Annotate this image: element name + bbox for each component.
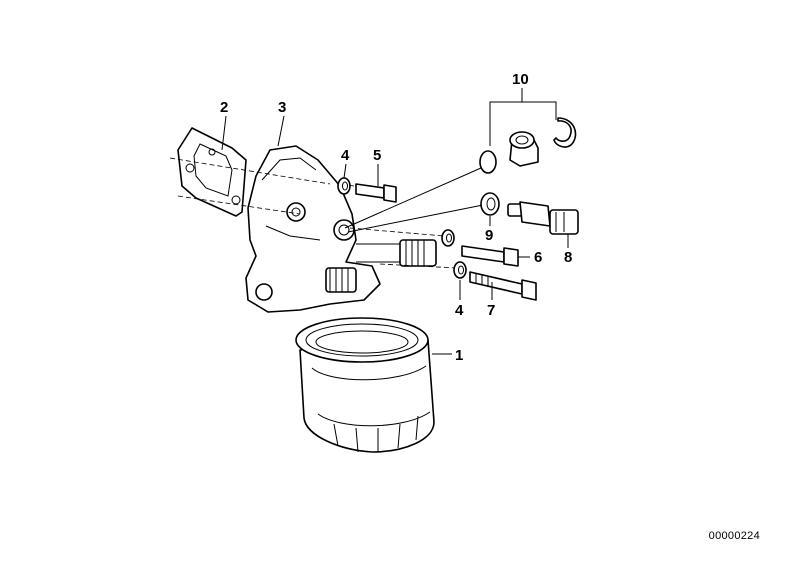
- callout-5: 5: [373, 147, 381, 164]
- callout-3: 3: [278, 99, 286, 116]
- oil-filter-part: [295, 317, 435, 453]
- gasket-part: [177, 127, 247, 217]
- callout-7: 7: [487, 302, 495, 319]
- callout-6: 6: [534, 249, 542, 266]
- oil-pressure-switch-part: [507, 201, 579, 235]
- callout-10: 10: [512, 71, 529, 88]
- plug-assembly-part: [479, 117, 577, 174]
- washer-upper-part: [337, 177, 351, 195]
- seal-ring-part: [480, 192, 500, 216]
- diagram-reference-number: 00000224: [708, 530, 760, 542]
- bolt-6-part: [461, 245, 519, 267]
- leader-lines: [221, 88, 569, 355]
- assembly-guide-lines: [169, 157, 491, 269]
- callout-4-upper: 4: [341, 147, 350, 164]
- washer-middle-part: [441, 229, 455, 247]
- bolt-upper-part: [355, 183, 397, 203]
- bolt-7-part: [469, 271, 537, 301]
- callout-8: 8: [564, 249, 572, 266]
- callout-2: 2: [220, 99, 228, 116]
- callout-9: 9: [485, 227, 493, 244]
- callout-4-lower: 4: [455, 302, 464, 319]
- callout-1: 1: [455, 347, 463, 364]
- washer-lower-part: [453, 261, 467, 279]
- oil-filter-housing-part: [245, 145, 437, 313]
